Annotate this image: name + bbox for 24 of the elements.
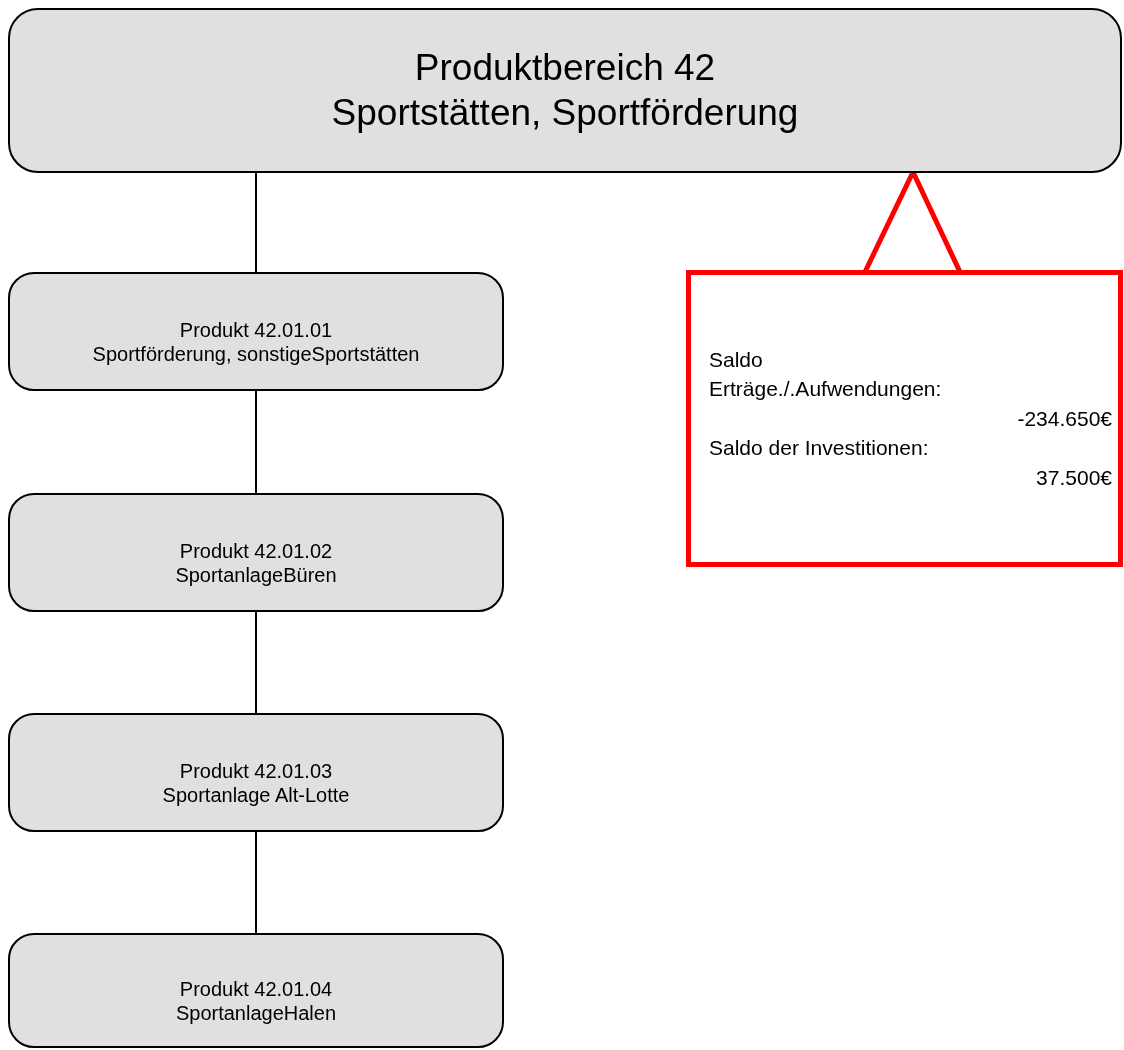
box-heading: Produktbereich 42 bbox=[414, 46, 716, 91]
box-heading: Produkt 42.01.04 bbox=[179, 976, 333, 1001]
box-heading: Produkt 42.01.03 bbox=[179, 758, 333, 783]
box-heading: Produkt 42.01.01 bbox=[179, 317, 333, 342]
area-box bbox=[8, 8, 1122, 173]
box-title: SportanlageHalen bbox=[175, 1000, 337, 1025]
connector-line bbox=[255, 611, 257, 714]
connector-line bbox=[255, 172, 257, 273]
box-title: Sportförderung, sonstigeSportstätten bbox=[92, 341, 420, 366]
connector-line bbox=[255, 831, 257, 934]
box-heading: Produkt 42.01.02 bbox=[179, 538, 333, 563]
box-title: Sportanlage Alt-Lotte bbox=[162, 782, 350, 807]
balance-label: Saldo Erträge./.Aufwendungen: bbox=[709, 347, 943, 403]
product-box bbox=[8, 272, 504, 391]
product-box bbox=[8, 713, 504, 832]
box-title: Sportstätten, Sportförderung bbox=[331, 90, 799, 135]
product-box bbox=[8, 493, 504, 612]
product-box bbox=[8, 933, 504, 1048]
connector-line bbox=[255, 390, 257, 494]
amount-value: -234.650€ bbox=[1017, 405, 1112, 432]
balance-label: Saldo der Investitionen: bbox=[709, 435, 929, 462]
callout-box bbox=[686, 270, 1123, 567]
box-title: SportanlageBüren bbox=[175, 562, 337, 587]
amount-value: 37.500€ bbox=[1036, 464, 1112, 491]
